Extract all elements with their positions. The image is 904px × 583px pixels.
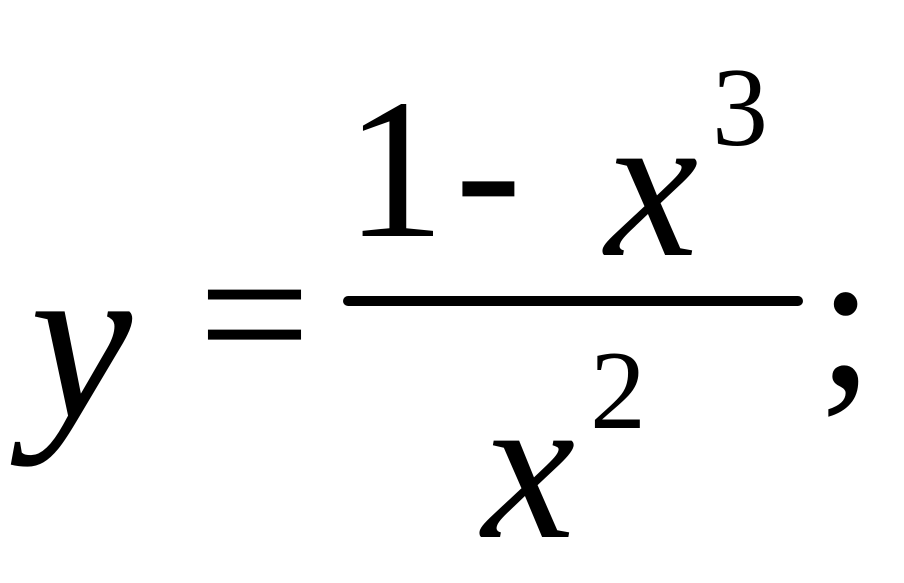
fraction-bar xyxy=(343,296,803,306)
variable-y: y xyxy=(30,212,133,467)
equals-sign: = xyxy=(198,204,311,425)
numerator-minus-sign: - xyxy=(455,59,522,280)
denominator-exponent: 2 xyxy=(590,329,646,453)
math-formula: y = 1 - x 3 x 2 ; xyxy=(30,46,874,572)
numerator-exponent: 3 xyxy=(712,46,768,170)
numerator-constant: 1 xyxy=(345,59,445,280)
denominator-variable-x: x xyxy=(482,351,576,583)
numerator-variable-x: x xyxy=(605,69,699,301)
semicolon: ; xyxy=(818,209,874,430)
